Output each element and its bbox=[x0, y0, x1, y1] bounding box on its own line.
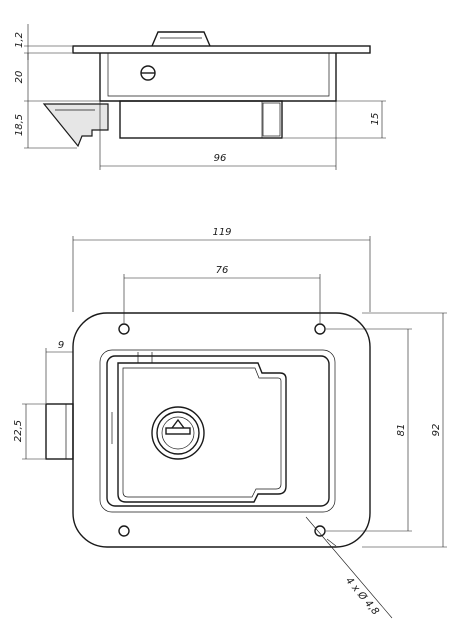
recess-inner-outline bbox=[106, 355, 330, 507]
recess-outline bbox=[99, 349, 336, 513]
front-view: 119 76 9 22,5 81 92 4 x Ø 4,8 bbox=[13, 227, 447, 619]
dim-latch-height: 22,5 bbox=[13, 420, 24, 442]
dim-body-width: 96 bbox=[214, 153, 227, 164]
recess-body bbox=[99, 53, 337, 102]
side-latch-bolt bbox=[45, 403, 74, 460]
dim-overall-height: 92 bbox=[431, 424, 442, 437]
paddle-handle-inner bbox=[122, 367, 282, 498]
dim-flange-thickness: 1,2 bbox=[14, 32, 25, 48]
flange-plate bbox=[72, 45, 371, 54]
bolt-housing bbox=[119, 100, 283, 139]
dim-latch-offset: 9 bbox=[58, 340, 64, 351]
keyhole-notch bbox=[171, 418, 185, 429]
keyhole bbox=[165, 427, 191, 435]
dim-hole-spacing-x: 76 bbox=[216, 265, 229, 276]
mounting-hole-tr bbox=[314, 323, 326, 335]
dim-bolt-height: 15 bbox=[370, 113, 381, 126]
mounting-hole-bl bbox=[118, 525, 130, 537]
dim-hole-diameter: 4 x Ø 4,8 bbox=[343, 575, 381, 618]
dim-overall-width: 119 bbox=[212, 227, 231, 238]
paddle-handle bbox=[117, 362, 287, 503]
side-view: 1,2 20 18,5 15 96 bbox=[14, 24, 386, 170]
latch-tongue bbox=[42, 103, 109, 148]
dim-body-depth: 20 bbox=[14, 71, 25, 84]
key-cap bbox=[151, 31, 211, 47]
dim-hole-spacing-y: 81 bbox=[396, 424, 407, 437]
key-cylinder-outer bbox=[151, 406, 205, 460]
bolt-end bbox=[262, 102, 281, 137]
key-cylinder-core bbox=[161, 416, 195, 450]
recess-inner bbox=[107, 53, 330, 97]
hole-leader bbox=[305, 516, 393, 619]
mounting-hole-br bbox=[314, 525, 326, 537]
dim-latch-depth: 18,5 bbox=[14, 114, 25, 136]
key-cylinder-ring bbox=[156, 411, 200, 455]
mounting-hole-tl bbox=[118, 323, 130, 335]
